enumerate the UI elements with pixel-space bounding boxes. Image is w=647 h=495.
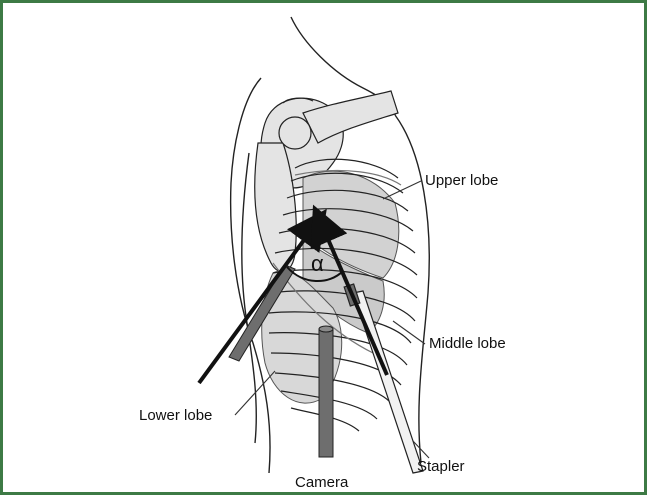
stapler-label: Stapler: [417, 458, 465, 475]
thoracic-anatomy-diagram: α Upper lobe Middle lobe Lower lobe Stap…: [3, 3, 644, 492]
camera-label: Camera: [295, 474, 349, 491]
target-point: [313, 214, 323, 224]
lower-lobe-label: Lower lobe: [139, 407, 212, 424]
middle-lobe-label: Middle lobe: [429, 335, 506, 352]
camera-instrument: [319, 326, 333, 457]
upper-lobe-label: Upper lobe: [425, 172, 498, 189]
alpha-label: α: [311, 251, 324, 276]
